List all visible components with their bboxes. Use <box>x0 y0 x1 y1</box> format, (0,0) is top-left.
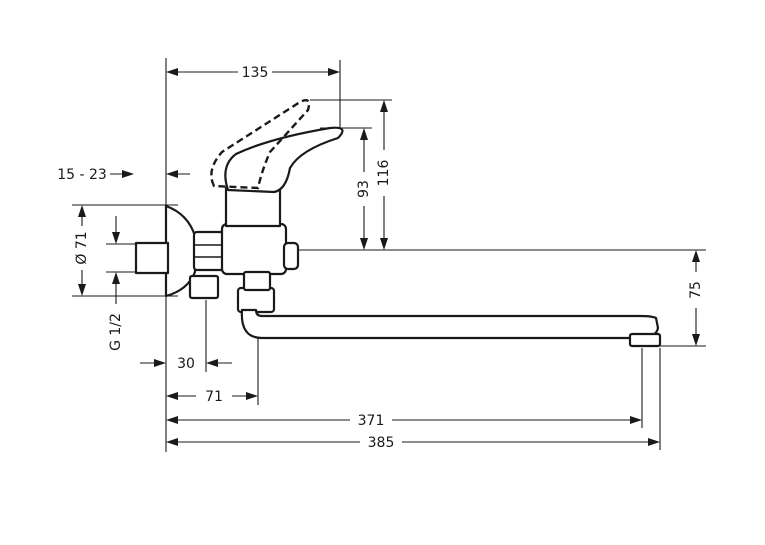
dimension-lines <box>78 68 700 446</box>
swivel-nut <box>242 270 272 292</box>
dimension-labels: 135 15 - 23 116 93 Ø 71 G 1/2 75 30 71 3… <box>57 65 704 451</box>
dim-30-label: 30 <box>177 356 195 372</box>
lever-handle <box>224 126 344 194</box>
threaded-inlet <box>134 241 170 275</box>
swivel-spout <box>240 308 662 348</box>
eccentric-connector <box>192 230 226 272</box>
lower-nut <box>188 274 220 300</box>
dim-93-label: 93 <box>356 180 372 198</box>
dim-116-label: 116 <box>376 160 392 187</box>
dim-dia-71-label: Ø 71 <box>74 231 90 264</box>
dim-75-label: 75 <box>688 281 704 299</box>
dim-15-23-label: 15 - 23 <box>57 167 107 183</box>
aerator <box>628 332 662 348</box>
spout-hub <box>236 286 276 314</box>
cartridge-column <box>224 186 282 228</box>
dim-g12-label: G 1/2 <box>108 313 124 351</box>
faucet-body <box>134 186 300 314</box>
lever-handle-open-position <box>210 99 311 190</box>
dim-385-label: 385 <box>368 435 395 451</box>
dim-135-label: 135 <box>242 65 269 81</box>
mixer-housing <box>220 222 288 276</box>
side-cap <box>282 241 300 271</box>
wall-flange <box>164 204 197 298</box>
dim-71-label: 71 <box>205 389 223 405</box>
dim-371-label: 371 <box>358 413 385 429</box>
